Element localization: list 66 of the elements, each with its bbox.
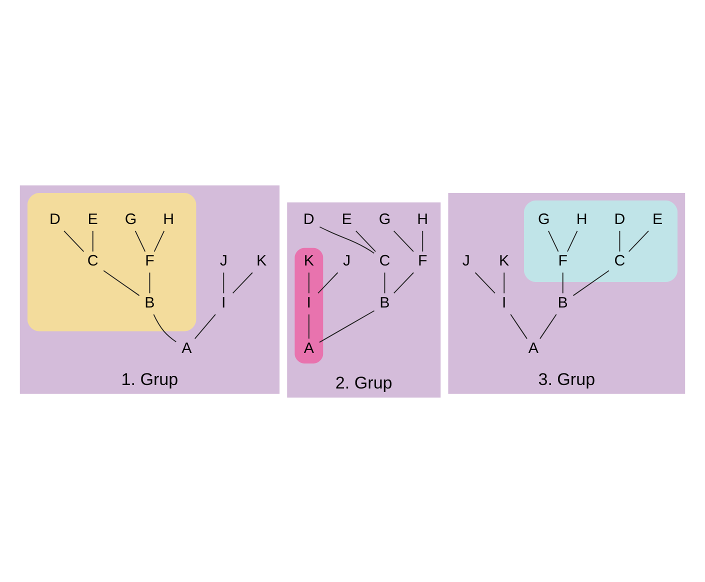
- connector: [194, 313, 216, 339]
- connector: [318, 272, 338, 294]
- cluster: [27, 192, 196, 331]
- node-text: H: [417, 210, 428, 228]
- connector: [154, 230, 165, 252]
- node-text: A: [304, 339, 314, 356]
- connector: [474, 272, 496, 294]
- connector: [232, 272, 253, 294]
- connector: [548, 230, 559, 252]
- connector: [308, 313, 310, 339]
- node-text: J: [343, 252, 351, 270]
- node-text: H: [576, 210, 588, 228]
- node-text: C: [614, 252, 626, 270]
- connector: [540, 313, 557, 339]
- cluster: [524, 200, 678, 282]
- connector: [223, 272, 224, 294]
- node-text: D: [49, 210, 60, 228]
- node-text: K: [256, 252, 267, 270]
- connector: [566, 230, 578, 252]
- connector: [355, 230, 376, 252]
- cluster: [294, 247, 324, 364]
- node-text: E: [88, 210, 98, 228]
- node-text: B: [144, 294, 155, 311]
- node-text: D: [614, 210, 626, 228]
- node-text: H: [163, 210, 174, 228]
- connector: [153, 314, 177, 342]
- node-text: G: [124, 210, 137, 228]
- node-text: F: [558, 252, 568, 270]
- connector: [393, 230, 414, 252]
- node-text: E: [342, 210, 352, 228]
- node-text: B: [380, 294, 390, 311]
- connector: [572, 270, 610, 296]
- node-text: A: [182, 339, 192, 356]
- node-text: G: [378, 210, 391, 228]
- node-text: K: [304, 252, 314, 270]
- connector: [619, 230, 620, 252]
- node-text: C: [87, 252, 98, 270]
- connector: [149, 272, 150, 294]
- connector: [64, 230, 84, 252]
- node-text: I: [502, 294, 506, 311]
- connector: [134, 230, 146, 252]
- connector: [393, 272, 414, 294]
- node-text: C: [379, 252, 390, 270]
- connector: [628, 230, 649, 252]
- node-text: G: [538, 210, 550, 228]
- connector: [510, 313, 528, 339]
- connector: [422, 230, 424, 252]
- node-text: F: [418, 252, 428, 270]
- connector: [318, 310, 375, 342]
- connector: [103, 270, 140, 296]
- node-text: A: [528, 339, 539, 356]
- connector: [308, 272, 310, 294]
- node-text: F: [145, 252, 154, 270]
- node-text: J: [220, 252, 228, 270]
- node-text: D: [303, 210, 314, 228]
- node-text: B: [558, 294, 568, 311]
- connector: [92, 230, 94, 252]
- connector: [384, 272, 386, 294]
- connector: [562, 272, 564, 294]
- node-text: J: [462, 252, 470, 270]
- connector: [319, 226, 375, 254]
- node-text: K: [499, 252, 510, 270]
- connector: [504, 272, 505, 294]
- node-text: I: [222, 294, 226, 311]
- node-text: E: [652, 210, 663, 228]
- node-text: I: [306, 294, 312, 311]
